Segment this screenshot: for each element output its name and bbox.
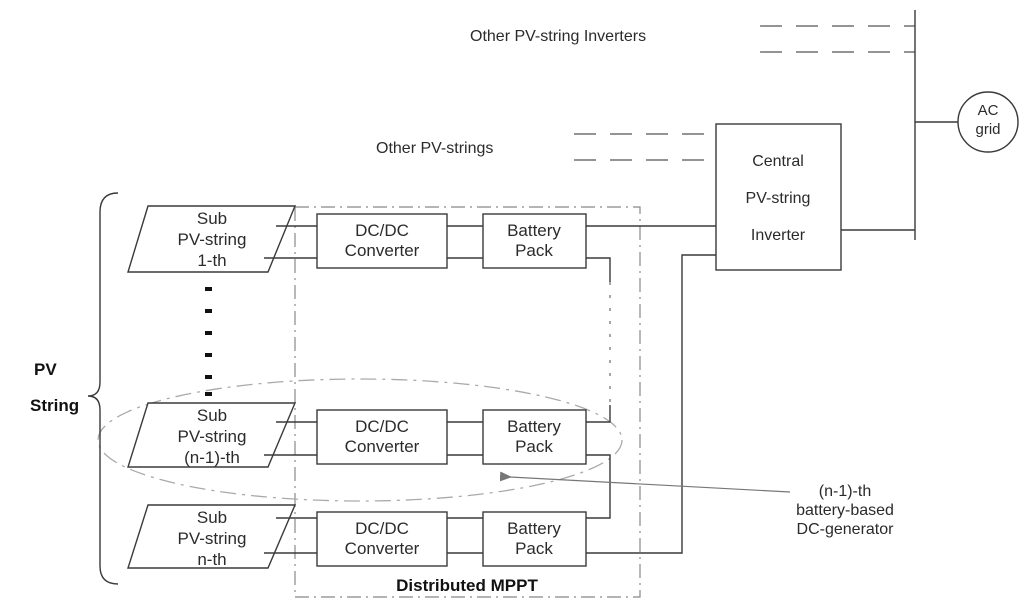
callout-label-2: battery-based (796, 502, 894, 519)
sub-label: n-th (197, 550, 226, 569)
central-inverter-box: Central PV-string Inverter (715, 123, 842, 271)
central-inverter-label-2: PV-string (746, 190, 811, 207)
battery-label: Battery (507, 221, 561, 240)
central-inverter-label-1: Central (752, 153, 804, 170)
callout-label-3: DC-generator (797, 521, 895, 538)
dcdc-label: DC/DC (355, 221, 409, 240)
sub-label: Sub (197, 508, 227, 527)
battery-label: Pack (515, 437, 553, 456)
sub-label: 1-th (197, 251, 226, 270)
other-strings-label: Other PV-strings (376, 140, 493, 157)
pv-string-label-1: PV (34, 360, 57, 379)
dcdc-label: DC/DC (355, 519, 409, 538)
battery-generator-ellipse (97, 378, 623, 502)
battery-label: Battery (507, 417, 561, 436)
row-1: Sub PV-string 1-th DC/DC Converter Batte… (127, 205, 716, 405)
battery-pack-1 (482, 213, 587, 269)
ellipsis-dots (205, 287, 212, 396)
dcdc-label: Converter (345, 241, 420, 260)
sub-label: PV-string (178, 529, 247, 548)
sub-pv-string-1 (127, 205, 297, 273)
sub-label: Sub (197, 406, 227, 425)
dcdc-converter-n-minus-1 (316, 409, 448, 465)
distributed-mppt-label: Distributed MPPT (396, 576, 538, 595)
dcdc-converter-n (316, 511, 448, 567)
ac-grid-label-2: grid (975, 121, 1000, 138)
pv-string-brace (87, 192, 119, 585)
sub-label: (n-1)-th (184, 448, 240, 467)
dcdc-label: Converter (345, 437, 420, 456)
sub-label: Sub (197, 209, 227, 228)
battery-label: Battery (507, 519, 561, 538)
callout-label-1: (n-1)-th (819, 483, 871, 500)
distributed-mppt-region (294, 206, 641, 598)
sub-pv-string-n (127, 504, 297, 569)
sub-pv-string-n-minus-1 (127, 402, 297, 468)
row-n: Sub PV-string n-th DC/DC Converter Batte… (127, 254, 716, 569)
dcdc-label: DC/DC (355, 417, 409, 436)
battery-label: Pack (515, 539, 553, 558)
central-inverter-label-3: Inverter (751, 227, 806, 244)
battery-pack-n-minus-1 (482, 409, 587, 465)
dcdc-converter-1 (316, 213, 448, 269)
dcdc-label: Converter (345, 539, 420, 558)
string-bottom-to-inverter-wire (586, 254, 716, 554)
sub-label: PV-string (178, 230, 247, 249)
row-n-minus-1: Sub PV-string (n-1)-th DC/DC Converter B… (127, 402, 611, 519)
pv-string-label-2: String (30, 396, 79, 415)
sub-label: PV-string (178, 427, 247, 446)
other-inverters-label: Other PV-string Inverters (470, 28, 646, 45)
ac-grid-label-1: AC (978, 102, 999, 119)
callout-arrow (499, 471, 791, 493)
battery-label: Pack (515, 241, 553, 260)
battery-pack-n (482, 511, 587, 567)
ac-grid-node: AC grid (957, 91, 1019, 153)
